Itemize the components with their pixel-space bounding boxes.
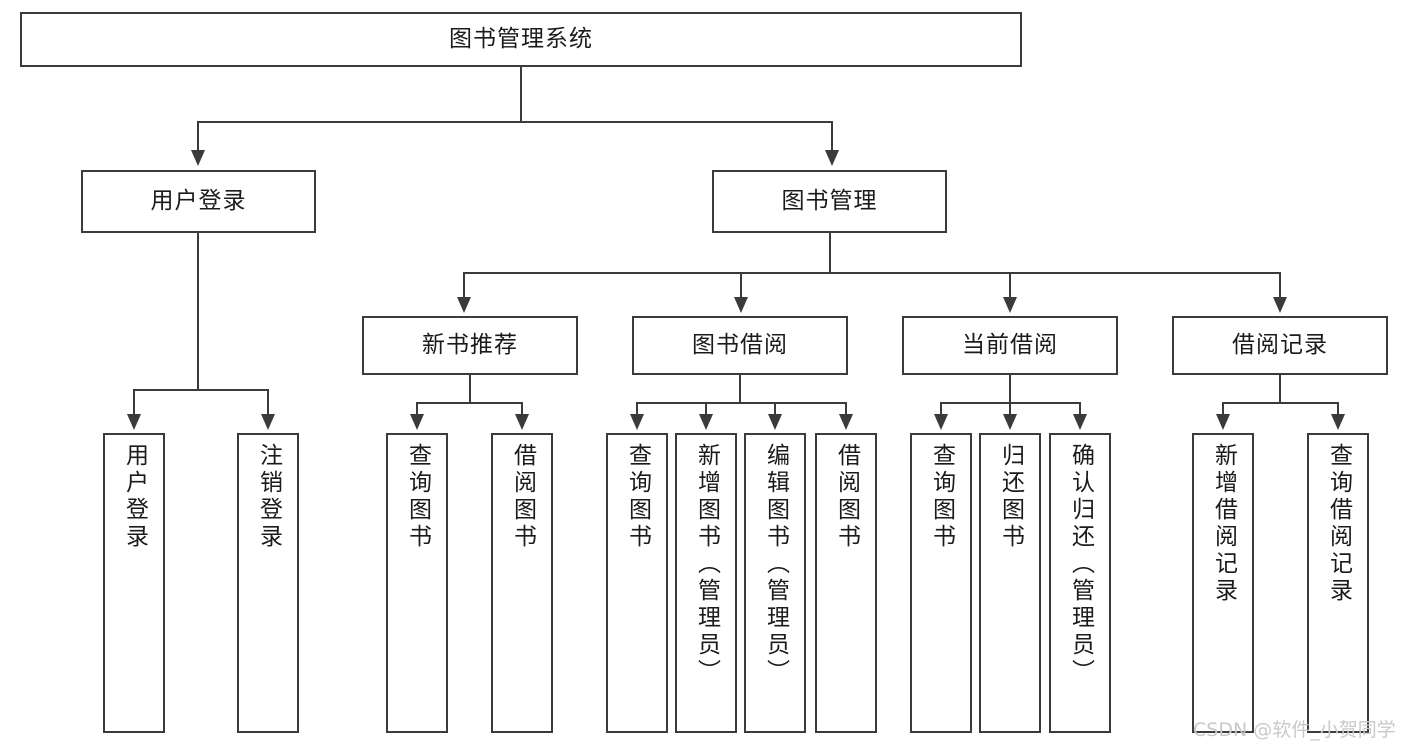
connector-current-borrow-stem (1009, 375, 1011, 403)
arrowhead-borrow-record-2 (1331, 414, 1345, 430)
leaf-book-borrow-edit-book-admin[interactable]: 编辑图书（管理员） (744, 433, 806, 733)
node-root-book-management-system[interactable]: 图书管理系统 (20, 12, 1022, 67)
leaf-book-borrow-borrow-book[interactable]: 借阅图书 (815, 433, 877, 733)
connector-level2-bus (197, 121, 833, 123)
connector-user-login-bus (133, 389, 269, 391)
connector-user-login-stem (197, 233, 199, 390)
node-label: 注销登录 (255, 443, 282, 551)
node-label: 图书管理 (781, 188, 878, 215)
connector-book-borrow-drop-4 (845, 402, 847, 415)
node-label: 图书借阅 (692, 332, 788, 359)
node-label: 当前借阅 (962, 332, 1058, 359)
arrowhead-new-book-1 (410, 414, 424, 430)
arrowhead-level3-4 (1273, 297, 1287, 313)
node-current-borrow[interactable]: 当前借阅 (902, 316, 1118, 375)
arrowhead-book-borrow-1 (630, 414, 644, 430)
node-label: 查询图书 (624, 443, 651, 551)
node-label: 新增图书（管理员） (693, 443, 720, 686)
node-borrow-record[interactable]: 借阅记录 (1172, 316, 1388, 375)
leaf-current-borrow-return-book[interactable]: 归还图书 (979, 433, 1041, 733)
connector-book-borrow-drop-2 (705, 402, 707, 415)
connector-level3-drop-3 (1009, 272, 1011, 298)
node-label: 查询图书 (928, 443, 955, 551)
connector-book-borrow-bus (636, 402, 847, 404)
connector-current-borrow-drop-2 (1009, 402, 1011, 415)
connector-user-login-drop-2 (267, 389, 269, 415)
leaf-book-borrow-add-book-admin[interactable]: 新增图书（管理员） (675, 433, 737, 733)
node-user-login[interactable]: 用户登录 (81, 170, 316, 233)
connector-user-login-drop-1 (133, 389, 135, 415)
connector-book-management-stem (829, 233, 831, 273)
connector-borrow-record-bus (1222, 402, 1339, 404)
connector-book-borrow-stem (739, 375, 741, 403)
node-label: 借阅图书 (509, 443, 536, 551)
node-label: 用户登录 (150, 188, 247, 215)
node-book-borrow[interactable]: 图书借阅 (632, 316, 848, 375)
leaf-current-borrow-query-book[interactable]: 查询图书 (910, 433, 972, 733)
node-label: 确认归还（管理员） (1067, 443, 1094, 686)
arrowhead-user-login-1 (127, 414, 141, 430)
connector-current-borrow-drop-3 (1079, 402, 1081, 415)
node-label: 查询借阅记录 (1325, 443, 1352, 605)
node-label: 归还图书 (997, 443, 1024, 551)
connector-new-book-drop-2 (521, 402, 523, 415)
arrowhead-book-borrow-4 (839, 414, 853, 430)
leaf-new-book-borrow-book[interactable]: 借阅图书 (491, 433, 553, 733)
arrowhead-current-borrow-1 (934, 414, 948, 430)
node-label: 查询图书 (404, 443, 431, 551)
connector-borrow-record-drop-2 (1337, 402, 1339, 415)
connector-new-book-bus (416, 402, 523, 404)
node-label: 用户登录 (121, 443, 148, 551)
leaf-borrow-record-add-record[interactable]: 新增借阅记录 (1192, 433, 1254, 733)
connector-level3-drop-1 (463, 272, 465, 298)
connector-new-book-stem (469, 375, 471, 403)
arrowhead-level3-3 (1003, 297, 1017, 313)
connector-borrow-record-stem (1279, 375, 1281, 403)
arrowhead-borrow-record-1 (1216, 414, 1230, 430)
arrowhead-current-borrow-2 (1003, 414, 1017, 430)
connector-borrow-record-drop-1 (1222, 402, 1224, 415)
leaf-current-borrow-confirm-return-admin[interactable]: 确认归还（管理员） (1049, 433, 1111, 733)
node-label: 借阅记录 (1232, 332, 1328, 359)
connector-level3-bus (463, 272, 1280, 274)
leaf-new-book-query-book[interactable]: 查询图书 (386, 433, 448, 733)
connector-level3-drop-4 (1279, 272, 1281, 298)
arrowhead-book-borrow-3 (768, 414, 782, 430)
node-label: 新增借阅记录 (1210, 443, 1237, 605)
connector-book-borrow-drop-3 (774, 402, 776, 415)
node-label: 借阅图书 (833, 443, 860, 551)
leaf-user-login-login[interactable]: 用户登录 (103, 433, 165, 733)
connector-book-borrow-drop-1 (636, 402, 638, 415)
arrowhead-book-borrow-2 (699, 414, 713, 430)
node-new-book-recommend[interactable]: 新书推荐 (362, 316, 578, 375)
connector-level3-drop-2 (740, 272, 742, 298)
leaf-book-borrow-query-book[interactable]: 查询图书 (606, 433, 668, 733)
arrowhead-new-book-2 (515, 414, 529, 430)
arrowhead-level2-2 (825, 150, 839, 166)
connector-new-book-drop-1 (416, 402, 418, 415)
node-label: 图书管理系统 (449, 26, 593, 53)
leaf-user-login-logout[interactable]: 注销登录 (237, 433, 299, 733)
csdn-watermark: CSDN @软件_小贺同学 (1193, 719, 1396, 741)
arrowhead-level2-1 (191, 150, 205, 166)
connector-root-stem (520, 67, 522, 122)
arrowhead-current-borrow-3 (1073, 414, 1087, 430)
arrowhead-user-login-2 (261, 414, 275, 430)
node-label: 编辑图书（管理员） (762, 443, 789, 686)
node-book-management[interactable]: 图书管理 (712, 170, 947, 233)
leaf-borrow-record-query-record[interactable]: 查询借阅记录 (1307, 433, 1369, 733)
node-label: 新书推荐 (422, 332, 518, 359)
arrowhead-level3-1 (457, 297, 471, 313)
arrowhead-level3-2 (734, 297, 748, 313)
connector-level2-drop-2 (831, 121, 833, 151)
connector-level2-drop-1 (197, 121, 199, 151)
connector-current-borrow-drop-1 (940, 402, 942, 415)
